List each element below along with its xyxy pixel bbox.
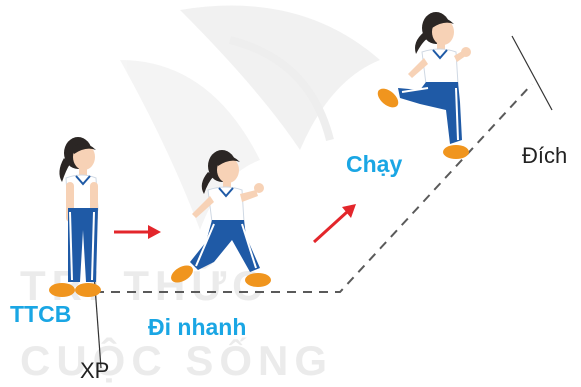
ready-stance-label: TTCB — [10, 303, 71, 326]
finish-label: Đích — [522, 145, 567, 167]
start-label: XP — [80, 360, 109, 382]
run-label: Chạy — [346, 153, 402, 176]
finish-line — [512, 36, 552, 110]
fast-walk-label: Đi nhanh — [148, 316, 246, 339]
girl-running-figure — [374, 12, 471, 159]
arrow-up-right-icon — [314, 204, 356, 242]
watermark-line-2: CUỘC SỐNG — [20, 336, 333, 384]
arrow-right-icon — [114, 225, 161, 239]
